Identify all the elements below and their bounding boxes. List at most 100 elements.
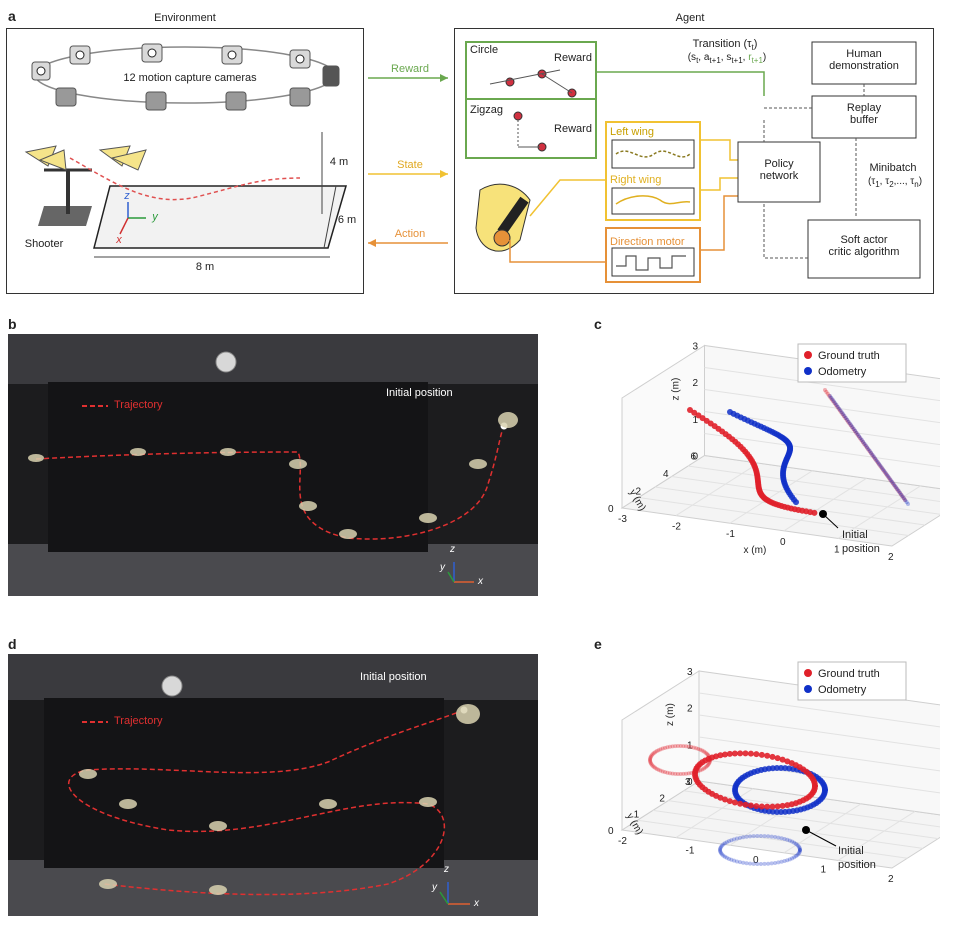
odometry-projection [837,406,842,411]
odometry-projection [758,834,763,839]
odometry-projection [903,498,908,503]
grid-line [704,433,940,468]
y-tick-label: 0 [608,504,614,515]
odometry-projection [734,836,739,841]
ground-truth-projection [663,745,667,750]
ground-truth-projection [855,432,860,437]
odometry-projection [790,839,795,844]
ground-truth-point [737,750,744,757]
odometry-projection [719,851,724,856]
z-axis-label: z (m) [665,703,676,726]
side-plane [621,344,705,509]
legend-label: Odometry [818,684,867,696]
ground-truth-point [737,800,744,807]
ground-truth-projection [898,492,903,497]
grid-line [638,497,909,536]
ground-truth-projection [833,402,838,407]
ground-truth-projection [700,748,705,753]
odometry-projection [776,860,781,865]
photo-b: Trajectory Initial position z y x [8,334,538,596]
odometry-projection [796,851,801,856]
odometry-projection [830,397,835,402]
panel-letter-c: c [594,316,602,332]
odometry-projection [855,432,860,437]
ground-truth-projection [654,766,659,771]
odometry-projection [871,454,876,459]
cameras-label: 12 motion capture cameras [123,72,257,84]
grid-line [698,714,940,750]
ground-truth-point [812,783,818,789]
x-tick-label: -2 [672,522,681,533]
odometry-projection [787,857,792,862]
ground-truth-projection [862,442,867,447]
reward-arrow-label: Reward [391,63,429,75]
odometry-projection [776,835,781,840]
ground-truth-projection [650,752,655,757]
odometry-projection [845,417,850,422]
ground-truth-projection [867,449,872,454]
odometry-projection [839,410,844,415]
axis-y-label: y [152,211,158,223]
ground-truth-projection [648,761,653,766]
photo-d: Trajectory Initial position z y x [8,654,538,916]
ground-truth-projection [856,434,861,439]
grid-line [671,476,940,515]
x-tick-label: 2 [888,552,894,563]
ground-truth-point [764,752,771,759]
odometry-projection [835,404,840,409]
x-tick-label: 1 [834,544,840,555]
odometry-projection [888,478,893,483]
ground-truth-projection [841,414,846,419]
odometry-projection [726,856,731,861]
ground-truth-projection [859,438,864,443]
odometry-projection [906,502,910,506]
odometry-projection [861,439,866,444]
odometry-projection [779,836,784,841]
ground-truth-projection [675,744,680,749]
legend-marker [804,685,812,693]
odometry-projection [847,421,852,426]
odometry-projection [741,835,746,840]
initial-position-label: position [842,543,880,555]
odometry-projection [732,858,737,863]
y-tick-label: 1 [634,810,640,821]
odometry-projection [846,419,851,424]
odometry-projection [862,441,867,446]
ground-truth-projection [665,745,670,750]
ground-truth-projection [654,749,659,754]
ground-truth-projection [871,455,876,460]
odometry-projection [872,456,877,461]
grid-line [837,810,916,861]
odometry-projection [883,470,888,475]
grid-line [683,790,940,828]
ground-truth-projection [873,456,878,461]
odometry-projection [853,428,858,433]
grid-line [837,485,921,539]
x-tick-label: -2 [618,836,627,847]
ground-truth-projection [869,451,874,456]
ground-truth-projection [835,404,840,409]
ground-truth-point [726,798,733,805]
ground-truth-point [758,751,765,758]
legend-marker [804,367,812,375]
odometry-projection [904,500,909,505]
odometry-projection [755,861,760,866]
odometry-projection [762,861,767,866]
odometry-projection [874,458,879,463]
ground-truth-projection [850,425,855,430]
ground-truth-projection [879,466,884,471]
x-tick-label: 1 [821,865,827,876]
odometry-projection [792,855,797,860]
odometry-projection [795,843,800,848]
z-tick-label: 1 [693,415,699,426]
y-tick-label: 2 [636,487,642,498]
ground-truth-projection [684,744,689,749]
ground-truth-projection [706,762,711,767]
odometry-projection [854,430,859,435]
odometry-projection [902,496,907,501]
trajectory-label-d: Trajectory [114,715,163,727]
initial-position-label: position [838,859,876,871]
ground-truth-projection [884,471,889,476]
